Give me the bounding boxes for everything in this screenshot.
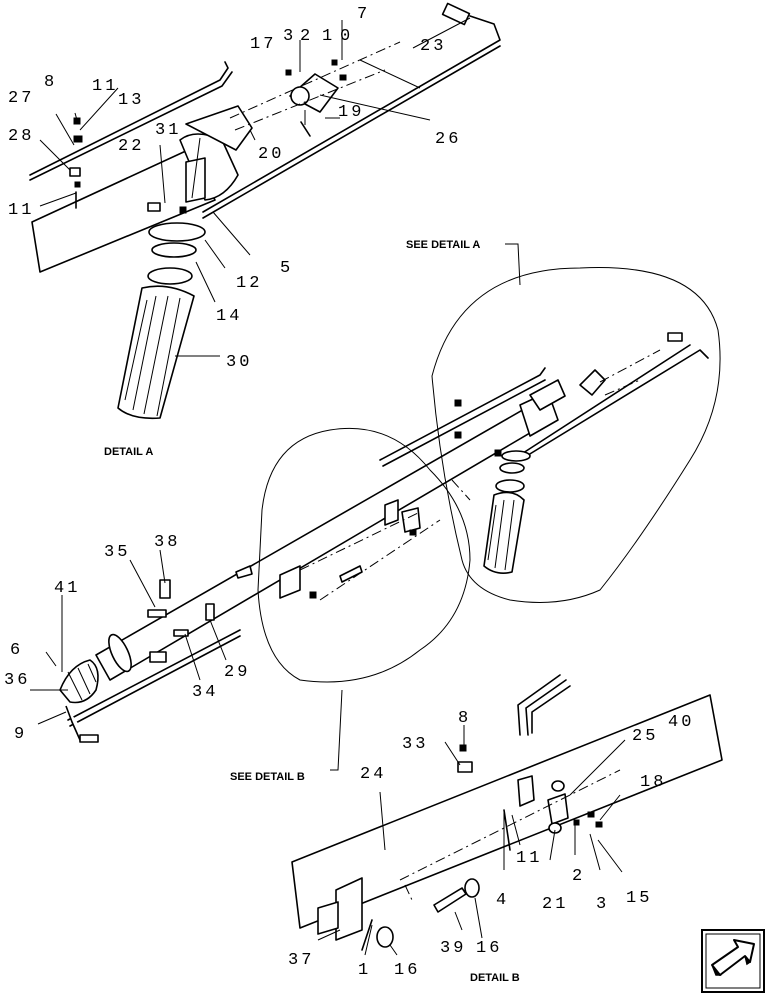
callout-18: 18 bbox=[640, 773, 666, 792]
callout-26: 26 bbox=[435, 130, 461, 149]
caption-see-detail-a: SEE DETAIL A bbox=[406, 239, 480, 251]
callout-5: 5 bbox=[280, 259, 293, 278]
callout-34: 34 bbox=[192, 683, 218, 702]
callout-11b: 11 bbox=[8, 201, 34, 220]
callout-36: 36 bbox=[4, 671, 30, 690]
callout-9: 9 bbox=[14, 725, 27, 744]
callout-11c: 11 bbox=[516, 849, 542, 868]
callout-22: 22 bbox=[118, 137, 144, 156]
detail-b bbox=[291, 674, 723, 956]
next-arrow-icon bbox=[711, 939, 755, 976]
callout-23: 23 bbox=[420, 37, 446, 56]
callout-8: 8 bbox=[44, 73, 57, 92]
callout-labels: 7 17 3 2 1 0 23 8 11 27 13 31 28 22 20 1… bbox=[4, 5, 694, 980]
callout-16b: 16 bbox=[394, 961, 420, 980]
callout-17: 17 bbox=[250, 35, 276, 54]
callout-41: 41 bbox=[54, 579, 80, 598]
callout-30: 30 bbox=[226, 353, 252, 372]
callout-14: 14 bbox=[216, 307, 242, 326]
callout-38: 38 bbox=[154, 533, 180, 552]
callout-40: 40 bbox=[668, 713, 694, 732]
callout-20: 20 bbox=[258, 145, 284, 164]
callout-37: 37 bbox=[288, 951, 314, 970]
callout-12: 12 bbox=[236, 274, 262, 293]
callout-15: 15 bbox=[626, 889, 652, 908]
callout-7: 7 bbox=[357, 5, 370, 24]
callout-8b: 8 bbox=[458, 709, 471, 728]
detail-a bbox=[29, 2, 501, 420]
callout-21: 21 bbox=[542, 895, 568, 914]
callout-4: 4 bbox=[496, 891, 509, 910]
caption-detail-a: DETAIL A bbox=[104, 446, 153, 458]
callout-27: 27 bbox=[8, 89, 34, 108]
caption-see-detail-b: SEE DETAIL B bbox=[230, 771, 305, 783]
callout-3b: 3 bbox=[596, 895, 609, 914]
callout-13: 13 bbox=[118, 91, 144, 110]
main-assembly bbox=[30, 243, 721, 771]
callout-3: 3 bbox=[283, 27, 296, 46]
callout-11: 11 bbox=[92, 77, 118, 96]
callout-39: 39 bbox=[440, 939, 466, 958]
callout-25: 25 bbox=[632, 727, 658, 746]
callout-16: 16 bbox=[476, 939, 502, 958]
callout-35: 35 bbox=[104, 543, 130, 562]
callout-1b: 1 bbox=[358, 961, 371, 980]
callout-6: 6 bbox=[10, 641, 23, 660]
next-page-button[interactable] bbox=[701, 929, 765, 993]
callout-33: 33 bbox=[402, 735, 428, 754]
callout-19: 19 bbox=[338, 103, 364, 122]
callout-29: 29 bbox=[224, 663, 250, 682]
callout-24: 24 bbox=[360, 765, 386, 784]
callout-2: 2 bbox=[300, 27, 313, 46]
callout-2b: 2 bbox=[572, 867, 585, 886]
callout-1: 1 bbox=[322, 27, 335, 46]
caption-detail-b: DETAIL B bbox=[470, 972, 520, 984]
callout-31: 31 bbox=[155, 121, 181, 140]
callout-28: 28 bbox=[8, 127, 34, 146]
callout-0: 0 bbox=[340, 27, 353, 46]
